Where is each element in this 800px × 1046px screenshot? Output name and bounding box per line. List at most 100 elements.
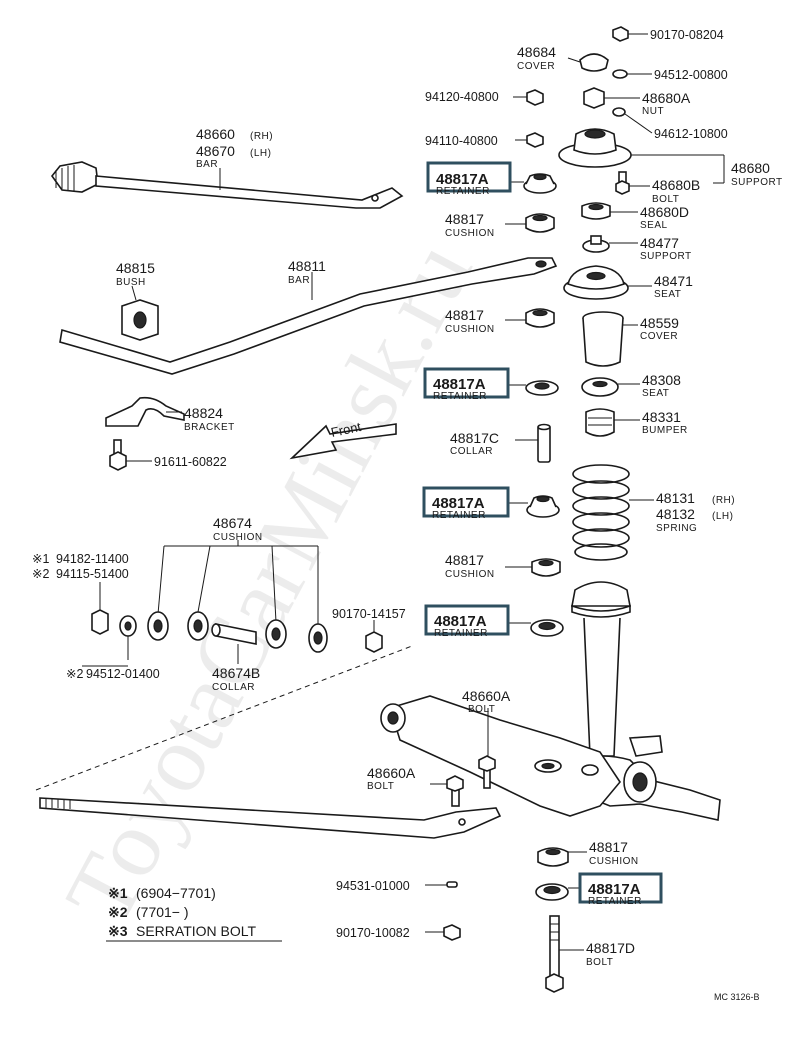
desc-48817D: BOLT xyxy=(586,957,613,968)
label-90170-08204: 90170-08204 xyxy=(650,28,724,42)
pin-94531-01000: 94531-01000 xyxy=(336,879,458,893)
washer-94512-01400: ※2 94512-01400 xyxy=(66,615,160,681)
retainer-48817A-5: 48817A RETAINER xyxy=(535,872,663,907)
desc-48817C: COLLAR xyxy=(450,446,493,457)
desc-48471: SEAT xyxy=(654,289,681,300)
label-48817A-2: 48817A xyxy=(433,376,486,393)
highlight-box-1 xyxy=(426,161,512,193)
front-arrow: Front xyxy=(289,419,397,460)
note-2-text: (7701− ) xyxy=(136,904,189,920)
label-94612-10800: 94612-10800 xyxy=(654,127,728,141)
desc-48559: COVER xyxy=(640,331,678,342)
desc-48680B: BOLT xyxy=(652,194,679,205)
label-48674B: 48674B xyxy=(212,665,260,681)
desc-48817-2: CUSHION xyxy=(445,324,495,335)
collar-48817C: 48817C COLLAR xyxy=(450,423,551,463)
desc-48660: BAR xyxy=(196,159,218,170)
label-48680D: 48680D xyxy=(640,204,689,220)
label-94531-01000: 94531-01000 xyxy=(336,879,410,893)
label-48680B: 48680B xyxy=(652,177,700,193)
bolt-48660A-1: 48660A BOLT xyxy=(462,688,511,789)
desc-spring: SPRING xyxy=(656,523,697,534)
desc-48817-4: CUSHION xyxy=(589,856,639,867)
label-48684: 48684 xyxy=(517,44,556,60)
label-48132-lh: (LH) xyxy=(712,511,733,522)
desc-48817-1: CUSHION xyxy=(445,228,495,239)
label-94115-51400: 94115-51400 xyxy=(56,567,129,581)
retainer-48817A-2: 48817A RETAINER xyxy=(423,367,559,402)
cushion-48817-4: 48817 CUSHION xyxy=(537,839,639,867)
note-labels-left: ※1 94182-11400 ※2 94115-51400 xyxy=(32,552,129,612)
mark-94512-01400: ※2 xyxy=(66,667,83,681)
nut-94120-40800: 94120-40800 xyxy=(425,89,544,106)
desc-48674B: COLLAR xyxy=(212,682,255,693)
desc-48824: BRACKET xyxy=(184,422,235,433)
washer-94612-10800: 94612-10800 xyxy=(612,107,728,141)
cover-48684: 48684 COVER xyxy=(517,44,609,72)
bush-48815: 48815 BUSH xyxy=(116,260,159,341)
stabilizer-bar-48811: 48811 BAR xyxy=(59,257,558,375)
desc-48477: SUPPORT xyxy=(640,251,692,262)
label-94512-01400: 94512-01400 xyxy=(86,667,160,681)
cushion-48817-2: 48817 CUSHION xyxy=(445,307,555,335)
label-48471: 48471 xyxy=(654,273,693,289)
label-94110-40800: 94110-40800 xyxy=(425,134,498,148)
lower-control-arm xyxy=(380,695,621,817)
nut-90170-08204: 90170-08204 xyxy=(612,26,724,42)
support-48680: 48680 SUPPORT xyxy=(558,128,783,188)
cushion-48817-1: 48817 CUSHION xyxy=(445,211,555,239)
label-48817A-3: 48817A xyxy=(432,495,485,512)
label-48817-4: 48817 xyxy=(589,839,628,855)
note-1-mark: ※1 xyxy=(108,885,128,901)
label-91611-60822: 91611-60822 xyxy=(154,455,227,469)
highlight-box-3 xyxy=(422,486,510,518)
desc-48680: SUPPORT xyxy=(731,177,783,188)
label-48680: 48680 xyxy=(731,160,770,176)
notes: ※1 (6904−7701) ※2 (7701− ) ※3 SERRATION … xyxy=(106,885,282,942)
desc-48684: COVER xyxy=(517,61,555,72)
desc-48817-3: CUSHION xyxy=(445,569,495,580)
desc-48680D: SEAL xyxy=(640,220,668,231)
retainer-48817A-4: 48817A RETAINER xyxy=(424,604,564,639)
washer-94512-00800: 94512-00800 xyxy=(612,68,728,82)
label-48817-1: 48817 xyxy=(445,211,484,227)
desc-48817A-5: RETAINER xyxy=(588,896,642,907)
nut-94110-40800: 94110-40800 xyxy=(425,132,544,148)
note-2-mark: ※2 xyxy=(108,904,128,920)
label-48817C: 48817C xyxy=(450,430,499,446)
label-48660A-1: 48660A xyxy=(462,688,511,704)
bolt-48680B: 48680B BOLT xyxy=(615,171,700,205)
cover-48559: 48559 COVER xyxy=(582,311,679,367)
cushion-48817-3: 48817 CUSHION xyxy=(445,552,561,580)
label-48132: 48132 xyxy=(656,506,695,522)
bracket-48824: 48824 BRACKET xyxy=(105,396,235,433)
label-90170-10082: 90170-10082 xyxy=(336,926,410,940)
note-3-mark: ※3 xyxy=(108,923,128,939)
cushion-rings xyxy=(147,611,328,653)
seal-48680D: 48680D SEAL xyxy=(581,202,689,231)
bolt-91611-60822: 91611-60822 xyxy=(109,439,227,471)
label-48674: 48674 xyxy=(213,515,252,531)
label-48670: 48670 xyxy=(196,143,235,159)
drawing-code: MC 3126-B xyxy=(714,992,760,1002)
bolt-48660A-2: 48660A BOLT xyxy=(367,765,464,807)
label-48660-rh: (RH) xyxy=(250,131,273,142)
nut-94182-11400 xyxy=(91,609,109,635)
label-48670-lh: (LH) xyxy=(250,148,271,159)
seat-48471: 48471 SEAT xyxy=(563,265,693,300)
label-48331: 48331 xyxy=(642,409,681,425)
nut-90170-10082: 90170-10082 xyxy=(336,924,461,941)
label-48131-rh: (RH) xyxy=(712,495,735,506)
nut-48680A: 48680A NUT xyxy=(583,87,691,117)
retainer-48817A-1: 48817A RETAINER xyxy=(426,161,557,197)
highlight-box-5 xyxy=(578,872,663,904)
desc-48817A-1: RETAINER xyxy=(436,186,490,197)
highlight-box-2 xyxy=(423,367,510,399)
highlight-box-4 xyxy=(424,604,510,636)
label-48824: 48824 xyxy=(184,405,223,421)
label-48680A-nut: 48680A xyxy=(642,90,691,106)
desc-48331: BUMPER xyxy=(642,425,688,436)
label-94512-00800: 94512-00800 xyxy=(654,68,728,82)
label-90170-14157: 90170-14157 xyxy=(332,607,406,621)
